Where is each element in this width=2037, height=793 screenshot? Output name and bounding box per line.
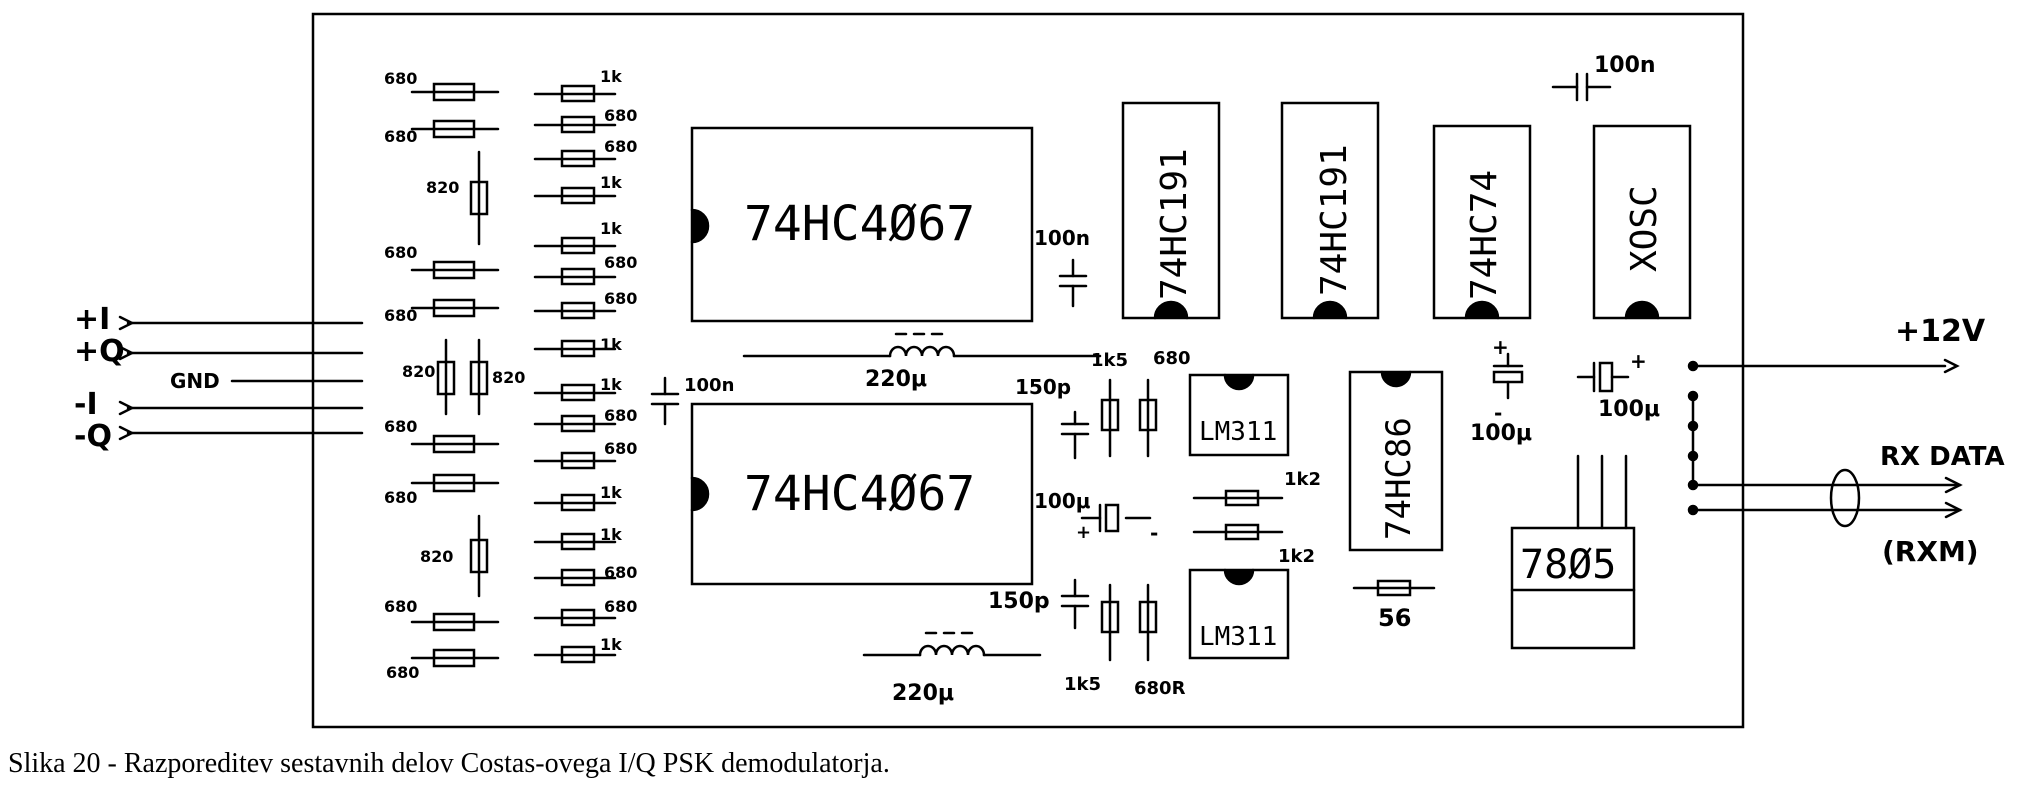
label-res-1k2-a: 1k2 bbox=[1284, 469, 1321, 490]
chip-counter-2-label: 74HC191 bbox=[1314, 144, 1355, 296]
chip-mux-bottom-label: 74HC4Ø67 bbox=[744, 466, 975, 522]
chip-flipflop-label: 74HC74 bbox=[1464, 170, 1505, 300]
right-label: 680 bbox=[604, 253, 637, 272]
right-connector bbox=[1687, 358, 1963, 528]
label-elco-100u-mid: 100μ bbox=[1034, 489, 1091, 513]
right-label: 680 bbox=[604, 563, 637, 582]
port-plus-q: +Q bbox=[74, 334, 125, 369]
left-vertical-resistors bbox=[436, 150, 489, 598]
regulator-7805 bbox=[1510, 454, 1636, 650]
right-label: 680 bbox=[604, 406, 637, 425]
label-res-1k5-bottom: 1k5 bbox=[1064, 674, 1101, 695]
filter-top bbox=[1060, 378, 1158, 460]
inductor-bottom bbox=[862, 631, 1042, 657]
elco-100u-right bbox=[1576, 361, 1630, 393]
left-label: 680 bbox=[384, 597, 417, 616]
elco-100u-mid bbox=[1080, 503, 1152, 533]
label-res-56: 56 bbox=[1378, 604, 1411, 632]
right-resistor-bank bbox=[533, 84, 617, 664]
elco-100u-left bbox=[1492, 352, 1524, 400]
cap-100n-top bbox=[1551, 72, 1612, 102]
right-label: 1k bbox=[600, 635, 622, 654]
filter-bottom bbox=[1060, 578, 1158, 662]
right-label: 680 bbox=[604, 106, 637, 125]
chip-oscillator-label: XOSC bbox=[1624, 185, 1665, 272]
right-label: 680 bbox=[604, 439, 637, 458]
cap-100n-mid bbox=[1058, 258, 1088, 308]
inductor-top bbox=[742, 332, 1102, 358]
left-label: 820 bbox=[420, 547, 453, 566]
label-inductor-bottom: 220μ bbox=[892, 681, 954, 706]
right-label: 1k bbox=[600, 173, 622, 192]
label-res-1k5-top: 1k5 bbox=[1091, 350, 1128, 371]
res-56 bbox=[1352, 579, 1436, 597]
right-label: 680 bbox=[604, 137, 637, 156]
left-label: 680 bbox=[384, 69, 417, 88]
chip-comparator-2-label: LM311 bbox=[1199, 622, 1277, 652]
port-minus-q: -Q bbox=[74, 419, 112, 454]
left-label: 820 bbox=[426, 178, 459, 197]
label-cap-150p-bottom: 150p bbox=[988, 589, 1050, 614]
label-elco-100u-left: 100μ bbox=[1470, 421, 1532, 446]
cap-100n-left bbox=[650, 376, 680, 426]
left-label: 680 bbox=[384, 243, 417, 262]
port-plus-i: +I bbox=[74, 302, 110, 337]
left-resistor-bank bbox=[410, 82, 500, 668]
chip-counter-1-label: 74HC191 bbox=[1154, 148, 1195, 300]
chip-comparator-1-label: LM311 bbox=[1199, 417, 1277, 447]
label-cap-150p-top: 150p bbox=[1015, 375, 1071, 399]
left-label: 680 bbox=[384, 488, 417, 507]
left-label: 680 bbox=[384, 306, 417, 325]
label-cap-100n-top: 100n bbox=[1594, 53, 1656, 78]
figure-caption: Slika 20 - Razporeditev sestavnih delov … bbox=[8, 748, 890, 779]
right-label: 1k bbox=[600, 335, 622, 354]
right-label: 1k bbox=[600, 525, 622, 544]
right-label: 680 bbox=[604, 597, 637, 616]
label-res-680-bottom: 680R bbox=[1134, 678, 1186, 699]
label-elco-minus-a: - bbox=[1494, 401, 1502, 425]
chip-mux-top-label: 74HC4Ø67 bbox=[744, 196, 975, 252]
port-rxm: (RXM) bbox=[1882, 535, 1979, 568]
right-label: 1k bbox=[600, 219, 622, 238]
label-elco-plus-c: + bbox=[1076, 522, 1091, 543]
label-elco-plus-b: + bbox=[1630, 349, 1647, 373]
pcb-outline bbox=[311, 12, 1745, 729]
label-elco-plus-a: + bbox=[1492, 335, 1509, 359]
right-label: 1k bbox=[600, 67, 622, 86]
right-label: 1k bbox=[600, 375, 622, 394]
label-cap-100n-left: 100n bbox=[684, 375, 734, 396]
regulator-label: 78Ø5 bbox=[1520, 542, 1616, 588]
label-cap-100n-mid: 100n bbox=[1034, 226, 1090, 250]
label-elco-100u-right: 100μ bbox=[1598, 397, 1660, 422]
label-elco-minus-b: - bbox=[1150, 521, 1158, 545]
port-plus-12v: +12V bbox=[1895, 314, 1986, 349]
left-label: 680 bbox=[384, 417, 417, 436]
left-label: 820 bbox=[402, 362, 435, 381]
port-minus-i: -I bbox=[74, 387, 98, 422]
chip-xor-label: 74HC86 bbox=[1379, 417, 1419, 540]
label-res-1k2-b: 1k2 bbox=[1278, 546, 1315, 567]
left-label: 820 bbox=[492, 368, 525, 387]
left-label: 680 bbox=[386, 663, 419, 682]
port-gnd: GND bbox=[170, 369, 220, 393]
left-label: 680 bbox=[384, 127, 417, 146]
label-res-680-top: 680 bbox=[1153, 348, 1191, 369]
label-inductor-top: 220μ bbox=[865, 367, 927, 392]
right-label: 680 bbox=[604, 289, 637, 308]
right-label: 1k bbox=[600, 483, 622, 502]
res-1k2-pair bbox=[1192, 489, 1284, 541]
port-rx-data: RX DATA bbox=[1880, 442, 2005, 472]
